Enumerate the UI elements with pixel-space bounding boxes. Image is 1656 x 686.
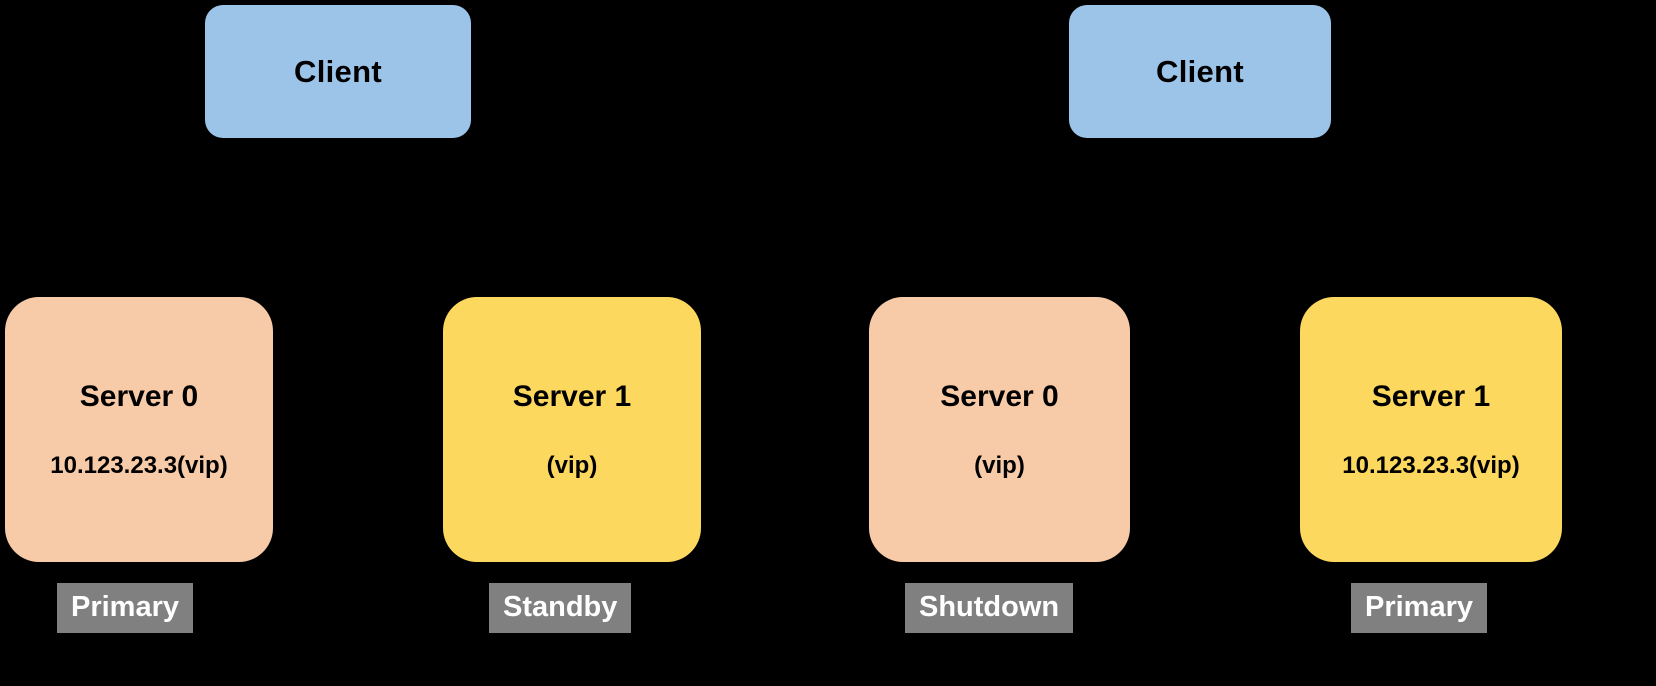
status-badge-left-0: Primary	[57, 583, 194, 633]
server-title: Server 1	[512, 379, 632, 413]
server-address: 10.123.23.3(vip)	[50, 451, 228, 479]
server-address: (vip)	[974, 451, 1025, 479]
server-address: (vip)	[546, 451, 598, 479]
server-title: Server 1	[1371, 379, 1491, 413]
client-node-left[interactable]: Client	[205, 5, 471, 138]
status-badge-right-0: Shutdown	[905, 583, 1074, 633]
client-label: Client	[1156, 54, 1244, 89]
server-node-right-0[interactable]: Server 0 (vip)	[869, 297, 1130, 562]
server-title: Server 0	[940, 379, 1059, 413]
server-node-left-0[interactable]: Server 0 10.123.23.3(vip)	[5, 297, 273, 562]
client-label: Client	[294, 54, 382, 89]
status-badge-left-1: Standby	[489, 583, 632, 633]
server-node-right-1[interactable]: Server 1 10.123.23.3(vip)	[1300, 297, 1562, 562]
status-badge-right-1: Primary	[1351, 583, 1488, 633]
server-address: 10.123.23.3(vip)	[1342, 451, 1520, 479]
client-node-right[interactable]: Client	[1069, 5, 1331, 138]
server-title: Server 0	[79, 379, 199, 413]
server-node-left-1[interactable]: Server 1 (vip)	[443, 297, 701, 562]
